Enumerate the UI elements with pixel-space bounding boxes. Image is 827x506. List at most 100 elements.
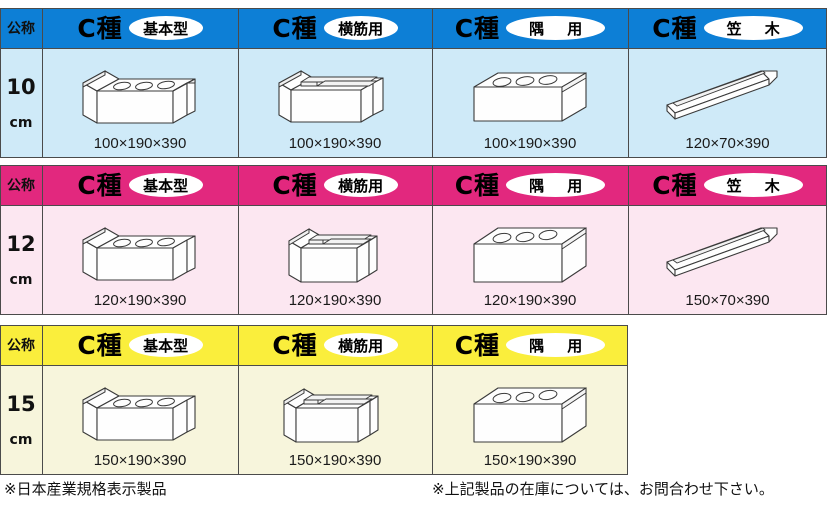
block-illustration-cap — [628, 205, 827, 292]
nominal-size-unit: cm — [9, 432, 33, 448]
column-divider — [238, 165, 239, 315]
dimension-text: 150×70×390 — [685, 292, 770, 309]
size-row-15cm: 公称 C種 基本型 C種 横筋用 C種 — [0, 325, 827, 475]
product-cell-corner-15cm: 150×190×390 — [432, 365, 628, 475]
grade-label: C種 — [77, 13, 123, 43]
block-illustration-corner — [432, 205, 628, 292]
block-illustration-channel — [238, 365, 432, 452]
type-label: 基本型 — [143, 19, 189, 38]
nominal-header-label: 公称 — [7, 178, 35, 194]
dimension-text: 100×190×390 — [93, 135, 187, 152]
type-badge: 横筋用 — [323, 173, 398, 197]
type-badge: 隅 用 — [506, 333, 606, 357]
nominal-size-value: 10 — [6, 75, 36, 99]
grade-label: C種 — [454, 330, 501, 360]
row-body-12cm: 12 cm — [0, 205, 827, 315]
product-cell-basic-10cm: 100×190×390 — [42, 48, 238, 158]
block-illustration-basic — [42, 205, 238, 292]
type-badge: 横筋用 — [323, 333, 398, 357]
grade-label: C種 — [77, 170, 123, 200]
product-cell-channel-15cm: 150×190×390 — [238, 365, 432, 475]
column-divider — [432, 8, 433, 158]
dimension-text: 100×190×390 — [483, 135, 577, 152]
column-divider — [42, 165, 43, 315]
block-illustration-cap — [628, 48, 827, 135]
row-body-15cm: 15 cm — [0, 365, 628, 475]
header-body-divider — [0, 48, 827, 49]
type-label: 基本型 — [143, 336, 189, 355]
product-header-cap: C種 笠 木 — [628, 165, 827, 205]
grade-label: C種 — [272, 330, 318, 360]
product-cell-corner-10cm: 100×190×390 — [432, 48, 628, 158]
column-divider — [42, 8, 43, 158]
block-illustration-channel — [238, 205, 432, 292]
block-illustration-basic — [42, 48, 238, 135]
nominal-size-unit: cm — [9, 272, 33, 288]
type-label: 隅 用 — [529, 336, 592, 355]
product-header-corner: C種 隅 用 — [432, 8, 628, 48]
size-row-10cm: 公称 C種 基本型 C種 横筋用 C種 — [0, 8, 827, 158]
product-cell-channel-10cm: 100×190×390 — [238, 48, 432, 158]
product-header-basic: C種 基本型 — [42, 165, 238, 205]
type-badge: 笠 木 — [703, 173, 803, 197]
grade-label: C種 — [652, 170, 698, 200]
type-badge: 基本型 — [128, 173, 203, 197]
product-header-corner: C種 隅 用 — [432, 325, 628, 365]
dimension-text: 120×190×390 — [483, 292, 577, 309]
grade-label: C種 — [454, 13, 501, 43]
dimension-text: 120×190×390 — [288, 292, 382, 309]
grade-label: C種 — [454, 170, 501, 200]
product-header-channel: C種 横筋用 — [238, 8, 432, 48]
type-label: 笠 木 — [726, 176, 789, 195]
nominal-header-cell: 公称 — [0, 8, 42, 48]
product-header-cap: C種 笠 木 — [628, 8, 827, 48]
product-header-basic: C種 基本型 — [42, 325, 238, 365]
column-divider — [42, 325, 43, 475]
block-illustration-corner — [432, 365, 628, 452]
header-body-divider — [0, 205, 827, 206]
dimension-text: 150×190×390 — [93, 452, 187, 469]
grade-label: C種 — [77, 330, 123, 360]
type-badge: 基本型 — [128, 16, 203, 40]
type-badge: 笠 木 — [703, 16, 803, 40]
type-label: 隅 用 — [529, 176, 592, 195]
column-divider — [238, 325, 239, 475]
type-badge: 横筋用 — [323, 16, 398, 40]
product-cell-basic-15cm: 150×190×390 — [42, 365, 238, 475]
dimension-text: 120×190×390 — [93, 292, 187, 309]
nominal-size-value: 12 — [6, 232, 36, 256]
product-cell-channel-12cm: 120×190×390 — [238, 205, 432, 315]
row-header-15cm: 公称 C種 基本型 C種 横筋用 C種 — [0, 325, 628, 365]
type-label: 横筋用 — [338, 19, 384, 38]
grade-label: C種 — [652, 13, 698, 43]
product-cell-cap-10cm: 120×70×390 — [628, 48, 827, 158]
product-header-basic: C種 基本型 — [42, 8, 238, 48]
block-illustration-corner — [432, 48, 628, 135]
block-illustration-channel — [238, 48, 432, 135]
column-divider — [628, 8, 629, 158]
nominal-header-cell: 公称 — [0, 165, 42, 205]
nominal-size-cell-12cm: 12 cm — [0, 205, 42, 315]
footer: ※日本産業規格表示製品 ※上記製品の在庫については、お問合わせ下さい。 — [0, 478, 827, 506]
product-cell-corner-12cm: 120×190×390 — [432, 205, 628, 315]
nominal-size-cell-10cm: 10 cm — [0, 48, 42, 158]
nominal-size-cell-15cm: 15 cm — [0, 365, 42, 475]
type-label: 横筋用 — [338, 176, 384, 195]
type-label: 隅 用 — [529, 19, 592, 38]
grade-label: C種 — [272, 13, 318, 43]
type-badge: 隅 用 — [506, 16, 606, 40]
product-cell-basic-12cm: 120×190×390 — [42, 205, 238, 315]
row-body-10cm: 10 cm — [0, 48, 827, 158]
row-header-10cm: 公称 C種 基本型 C種 横筋用 C種 — [0, 8, 827, 48]
product-header-channel: C種 横筋用 — [238, 325, 432, 365]
dimension-text: 150×190×390 — [483, 452, 577, 469]
column-divider — [238, 8, 239, 158]
nominal-header-cell: 公称 — [0, 325, 42, 365]
nominal-size-value: 15 — [6, 392, 36, 416]
footer-note-right: ※上記製品の在庫については、お問合わせ下さい。 — [432, 480, 774, 498]
header-body-divider — [0, 365, 628, 366]
column-divider — [628, 165, 629, 315]
size-row-12cm: 公称 C種 基本型 C種 横筋用 C種 — [0, 165, 827, 315]
grade-label: C種 — [272, 170, 318, 200]
